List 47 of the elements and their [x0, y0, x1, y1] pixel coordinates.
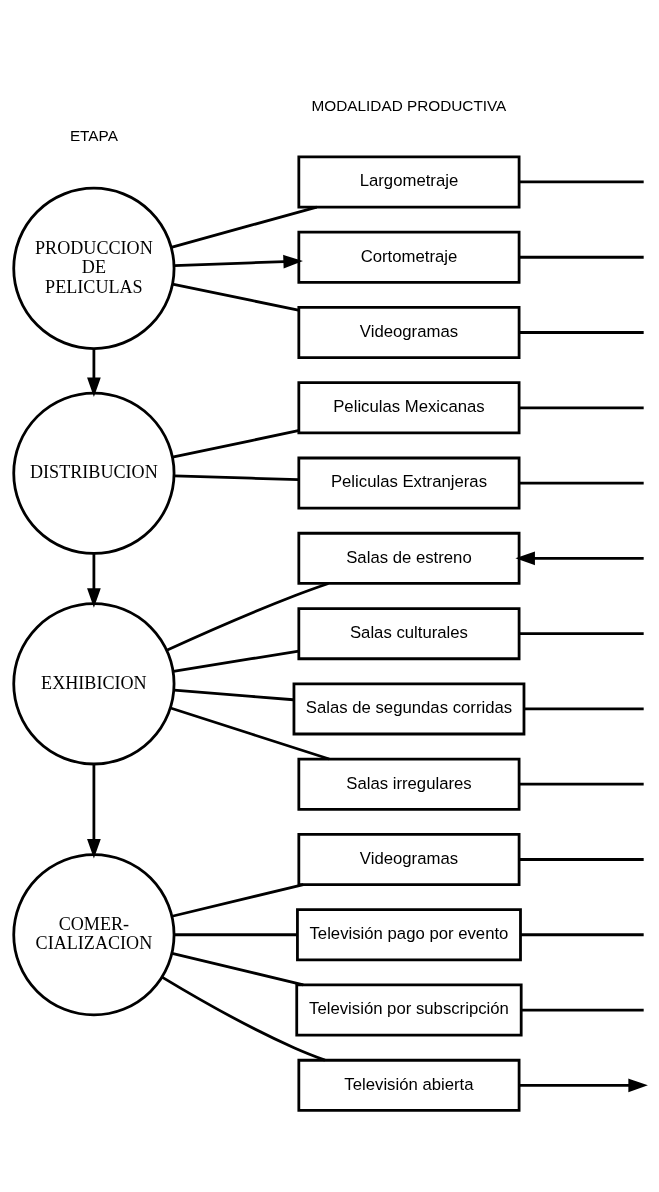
node-box: Peliculas Extranjeras	[297, 456, 521, 510]
node-circle: DISTRIBUCION	[12, 391, 176, 555]
connector	[170, 205, 318, 249]
connector	[174, 933, 297, 937]
connector	[519, 406, 644, 410]
connector	[524, 707, 644, 711]
connector	[519, 255, 644, 259]
node-box: Televisión por subscripción	[295, 983, 523, 1037]
connector	[166, 582, 329, 652]
connector	[520, 933, 644, 937]
connector	[519, 481, 644, 485]
node-circle: PRODUCCION DE PELICULAS	[12, 186, 176, 350]
label: ETAPA	[69, 127, 118, 145]
node-box: Videogramas	[297, 306, 521, 359]
label: MODALIDAD PRODUCTIVA	[311, 96, 507, 114]
arrow	[87, 764, 101, 859]
node-box: Salas culturales	[297, 607, 521, 661]
connector	[519, 331, 644, 334]
arrow	[519, 1078, 648, 1093]
node-circle: COMER- CIALIZACION	[12, 853, 176, 1017]
node-box: Salas de segundas corridas	[292, 682, 526, 736]
node-box: Videogramas	[297, 833, 521, 886]
connector	[173, 688, 294, 702]
node-box: Televisión abierta	[297, 1058, 521, 1112]
connector	[171, 951, 304, 987]
node-box: Largometraje	[297, 155, 521, 209]
connector	[519, 858, 644, 861]
node-box: Televisión pago por evento	[296, 908, 522, 962]
node-box: Salas de estreno	[297, 531, 521, 585]
connector	[519, 782, 644, 786]
connector	[161, 975, 326, 1062]
connector	[519, 180, 644, 184]
node-circle: EXHIBICION	[12, 602, 176, 766]
arrow	[87, 553, 101, 608]
connector	[172, 429, 299, 459]
arrow	[174, 254, 303, 269]
connector	[519, 632, 644, 636]
connector	[171, 883, 304, 918]
connector	[521, 1008, 644, 1012]
connector	[173, 649, 299, 673]
arrow	[515, 551, 644, 566]
connector	[174, 474, 299, 482]
node-box: Peliculas Mexicanas	[297, 381, 521, 435]
node-box: Salas irregulares	[297, 757, 521, 811]
connector	[172, 282, 299, 312]
arrow	[87, 348, 101, 398]
node-box: Cortometraje	[297, 230, 521, 284]
